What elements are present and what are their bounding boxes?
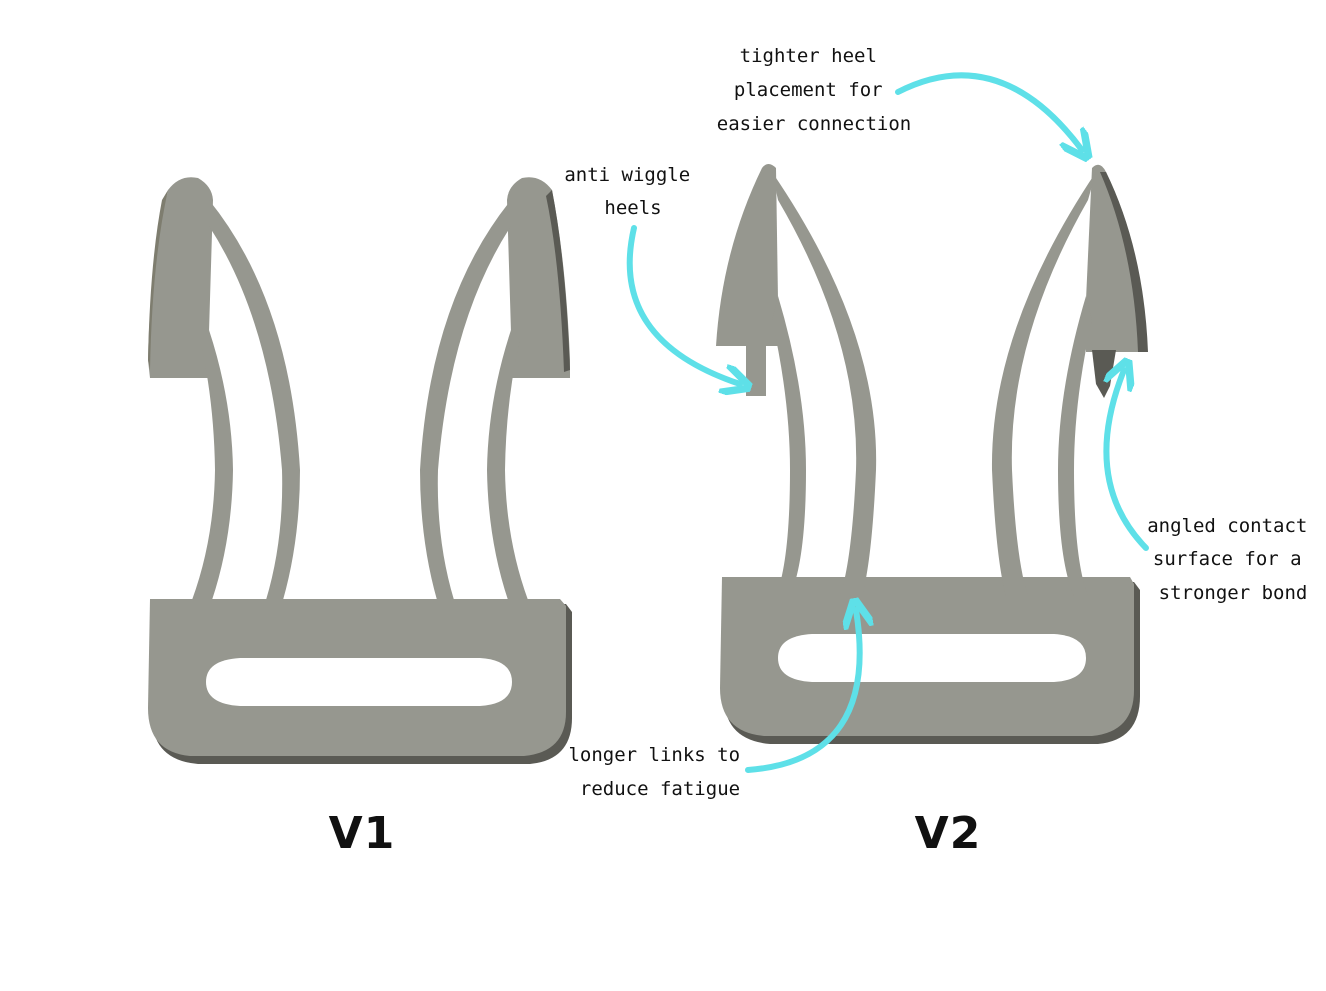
arrow-anti-wiggle [626, 225, 740, 384]
v2-left-heel-foot [746, 344, 766, 396]
v2-right-heel-foot [1092, 350, 1116, 398]
clip-v1 [148, 177, 572, 764]
label-v1: V1 [329, 808, 396, 859]
v1-right-arm [420, 200, 528, 600]
arrow-longer-links [745, 610, 860, 773]
note-tighter-heel-line-3: easier connection [717, 113, 911, 135]
note-angled-contact-line-3: stronger bond [1159, 582, 1308, 604]
v2-slot [778, 634, 1086, 682]
note-angled-contact-line-2: surface for a [1153, 548, 1302, 570]
note-anti-wiggle: anti wiggle heels [564, 164, 701, 219]
v1-slot [206, 658, 512, 706]
v2-right-heel [1086, 164, 1146, 352]
note-longer-links-line-2: reduce fatigue [580, 778, 740, 800]
note-angled-contact-line-1: angled contact [1147, 515, 1307, 537]
arrow-angled-contact [1106, 370, 1149, 551]
note-tighter-heel-line-2: placement for [734, 79, 883, 101]
v2-right-heel-shadow [1100, 172, 1148, 352]
note-tighter-heel-line-1: tighter heel [740, 45, 877, 67]
v2-right-arm [991, 172, 1096, 596]
arrow-tighter-heel [895, 72, 1082, 150]
note-anti-wiggle-line-1: anti wiggle [564, 164, 690, 186]
v1-left-heel [148, 177, 220, 378]
note-longer-links: longer links to reduce fatigue [568, 744, 751, 800]
note-tighter-heel: tighter heel placement for easier connec… [717, 45, 911, 135]
v2-left-heel [716, 164, 778, 346]
v1-right-heel-shadow [546, 190, 570, 372]
v1-left-arm [192, 200, 300, 600]
annotation-arrows [626, 72, 1149, 773]
label-v2: V2 [915, 808, 982, 859]
v2-left-arm [772, 172, 877, 596]
note-angled-contact: angled contact surface for a stronger bo… [1147, 515, 1319, 604]
v1-left-heel-edge [148, 190, 168, 370]
clip-v2 [716, 164, 1148, 744]
note-longer-links-line-1: longer links to [568, 744, 740, 766]
note-anti-wiggle-line-2: heels [604, 197, 661, 219]
